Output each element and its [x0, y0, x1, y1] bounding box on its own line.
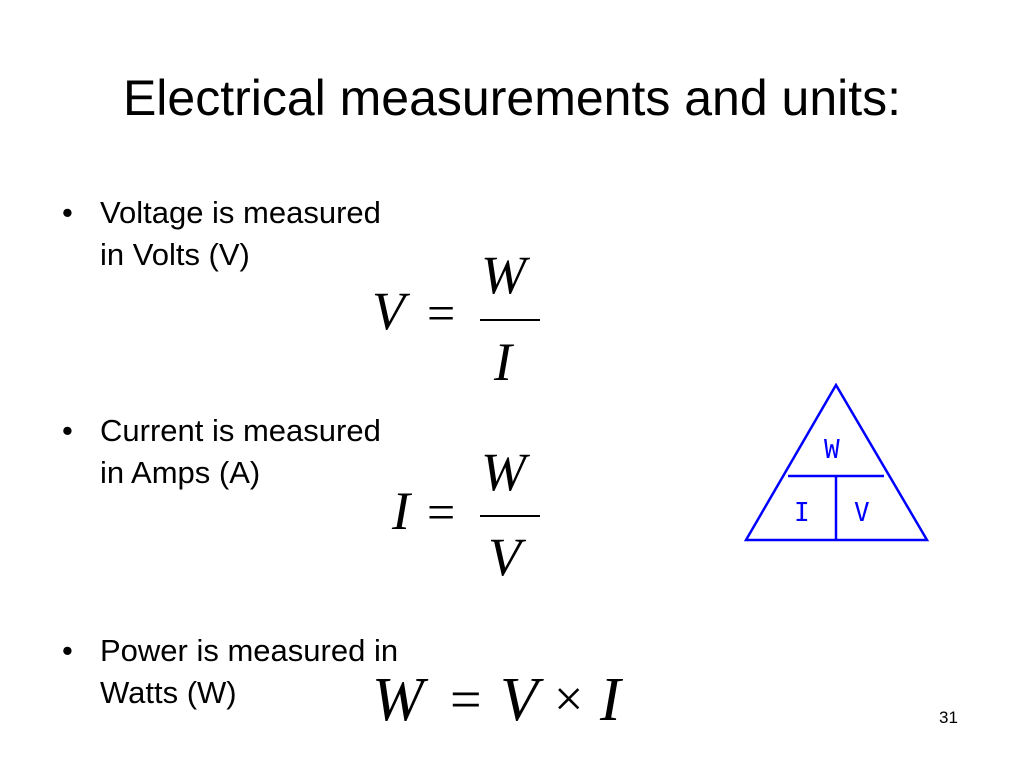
fraction-bar: [480, 515, 540, 517]
equation-lhs: I: [392, 481, 410, 541]
triangle-left-label: I: [794, 498, 810, 528]
equation-denominator: V: [488, 527, 521, 587]
equation-numerator: W: [481, 245, 526, 305]
bullet-line: in Volts (V): [100, 237, 250, 272]
equation-denominator: I: [494, 332, 512, 392]
triangle-right-label: V: [854, 498, 870, 528]
page-number: 31: [939, 708, 958, 727]
bullet-text: Power is measured in Watts (W): [100, 630, 398, 714]
equation-lhs: V: [372, 281, 405, 341]
bullet-marker: •: [62, 633, 73, 668]
equation-equals: =: [427, 285, 456, 341]
bullet-text: Voltage is measured in Volts (V): [100, 192, 381, 276]
equation-lhs: W: [372, 666, 424, 734]
equation-term: I: [600, 666, 621, 734]
power-triangle-icon: [743, 382, 930, 542]
bullet-line: Watts (W): [100, 675, 237, 710]
bullet-line: in Amps (A): [100, 455, 261, 490]
bullet-line: Current is measured: [100, 413, 381, 448]
bullet-line: Power is measured in: [100, 633, 399, 668]
triangle-top-label: W: [824, 435, 840, 465]
bullet-line: Voltage is measured: [100, 195, 381, 230]
equation-numerator: W: [481, 442, 526, 502]
equation-equals: =: [450, 669, 482, 731]
equation-times: ×: [554, 671, 584, 728]
bullet-marker: •: [62, 195, 73, 230]
power-triangle: W I V: [743, 382, 930, 543]
bullet-marker: •: [62, 413, 73, 448]
equation-term: V: [500, 666, 538, 734]
slide-title: Electrical measurements and units:: [122, 70, 902, 126]
fraction-bar: [480, 319, 540, 321]
equation-equals: =: [427, 484, 456, 540]
bullet-text: Current is measured in Amps (A): [100, 410, 381, 494]
